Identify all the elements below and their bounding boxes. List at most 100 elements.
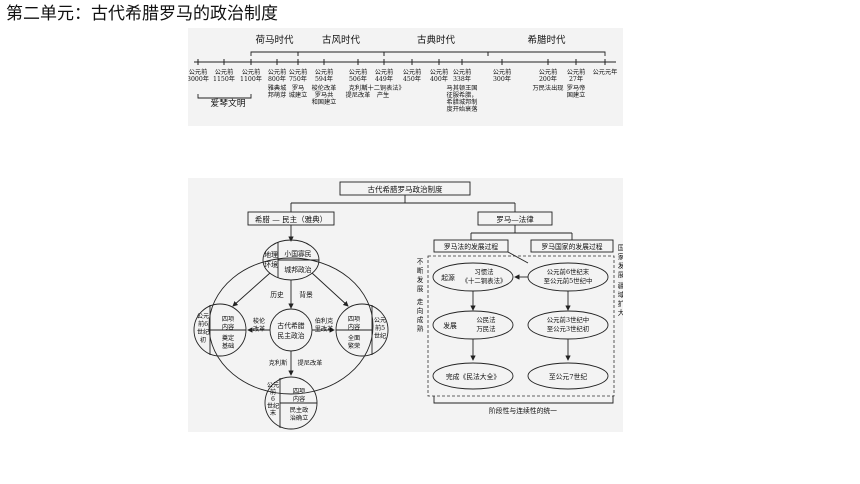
timeline-date-label: 300年 [493,75,511,83]
left-circle-top: 四项 [222,316,234,323]
origin-items: 《十二铜表法》 [462,276,507,285]
timeline-event-label: 产生 [377,91,389,99]
env-right-label: 城邦政治 [284,265,311,274]
background-label: 背景 [299,290,313,299]
timeline-date-label: 594年 [315,75,333,83]
left-vertical-label: 断 [417,266,424,275]
development-items: 公民法 [476,315,496,324]
timeline-date-label: 公元前 [242,68,261,76]
timeline-date-label: 公元前 [349,68,368,76]
timeline-date-label: 1150年 [213,75,235,83]
footer-label: 阶段性与连续性的统一 [489,406,557,415]
timeline-date-label: 506年 [349,75,367,83]
center-circle [269,308,313,352]
timeline-date-label: 3000年 [188,75,209,83]
left-vertical-label: 熟 [417,324,424,333]
right-vertical-label: 疆 [618,282,623,290]
greece-header: 希腊 — 民主（雅典） [255,214,327,224]
left-circle-side: 公元 [197,313,209,320]
right-circle-top: 四项 [348,316,360,323]
pericles-label: 里改革 [315,325,334,333]
pericles-label: 伯利克 [315,317,334,325]
timeline-date-label: 公元前 [189,68,208,76]
timeline-date-label: 338年 [453,75,471,83]
right-circle-side: 世纪 [374,332,386,340]
bottom-circle-top: 内容 [293,395,305,403]
bottom-circle-side: 6 [271,396,275,403]
period-bracket [250,51,299,56]
period-label: 希腊时代 [527,34,566,46]
footer-bracket [433,396,614,404]
timeline-event-label: 马其顿王国 [447,84,478,92]
timeline-event-label: 提尼改革 [346,91,371,99]
timeline-date-label: 公元前 [567,68,586,76]
rome-dashed-frame [427,255,615,397]
aegean-bracket [197,94,252,99]
timeline-event-label: 罗马帝 [567,84,586,92]
timeline-event-label: 城建立 [289,91,308,99]
timeline-date-label: 750年 [289,75,307,83]
left-vertical-label: 走 [417,298,424,306]
rome-connector [470,225,573,240]
greece-big-ellipse [208,257,374,395]
right-circle-top: 内容 [348,323,360,331]
right-circle-side: 前5 [375,324,385,332]
state-item: 至公元7世纪 [549,372,588,381]
timeline-date-label: 公元前 [289,68,308,76]
root-label: 古代希腊罗马政治制度 [368,184,443,194]
cross-line [507,251,529,264]
bottom-circle-bottom: 治确立 [290,414,309,422]
timeline-date-label: 公元前 [430,68,449,76]
env-left-arrow [232,272,271,307]
left-circle-bottom: 奠定 [222,334,234,342]
timeline-event-label: 雅典城 [268,84,287,92]
env-right-arrow [311,272,349,307]
bottom-circle-side: 前 [270,388,276,396]
center-label: 古代希腊 [277,321,304,330]
left-circle-side: 前6 [198,320,208,328]
timeline-event-label: 度开始衰落 [447,105,479,113]
timeline-date-label: 公元前 [375,68,394,76]
development-items: 万民法 [476,324,496,333]
kleisthenes-label: 提尼改革 [298,359,323,367]
timeline-svg: 公元前3000年公元前1150年公元前1100年公元前800年雅典城邦萌芽公元前… [188,34,617,113]
timeline-date-label: 公元前 [403,68,422,76]
timeline-date-label: 公元前 [493,68,512,76]
timeline-date-label: 1100年 [240,75,262,83]
state-process-box [530,239,614,253]
bottom-circle-top: 四项 [293,388,305,395]
right-circle-bottom: 繁荣 [348,342,360,350]
right-vertical-label: 展 [618,271,623,279]
solon-label: 梭伦 [253,317,266,325]
state-item: 公元前6世纪末 [547,267,590,276]
timeline-event-label: 和国建立 [312,98,337,106]
period-label: 古典时代 [417,34,456,46]
timeline-date-label: 公元前 [215,68,234,76]
completion-label: 完成《民法大全》 [446,372,500,381]
timeline-event-label: 罗马共 [315,91,334,99]
timeline-date-label: 800年 [268,75,286,83]
law-process-box [433,239,509,253]
timeline-event-label: 邦萌芽 [268,91,287,99]
timeline-date-label: 公元前 [539,68,558,76]
rome-header: 罗马—法律 [496,214,534,224]
bottom-circle-side: 公元 [267,382,279,389]
env-right-label: 小国寡民 [284,249,311,258]
timeline-event-label: 万民法出现 [533,84,564,92]
concept-map-svg: 古代希腊罗马政治制度希腊 — 民主（雅典）地理环境小国寡民城邦政治历史背景古代希… [193,181,623,430]
right-vertical-label: 国 [618,244,623,252]
left-vertical-label: 向 [417,306,424,315]
period-bracket [383,51,489,56]
development-label: 发展 [443,321,457,330]
state-ellipse-3 [527,362,609,390]
period-label: 荷马时代 [255,34,294,46]
timeline-event-label: 希腊城邦制 [447,98,478,106]
timeline-date-label: 450年 [403,75,421,83]
left-vertical-label: 不 [417,258,424,266]
state-process-label: 罗马国家的发展过程 [541,242,602,251]
right-circle-side: 公元 [374,317,386,324]
bottom-circle-bottom: 民主政 [290,406,309,414]
center-label: 民主政治 [277,331,304,340]
period-label: 古风时代 [322,34,361,46]
